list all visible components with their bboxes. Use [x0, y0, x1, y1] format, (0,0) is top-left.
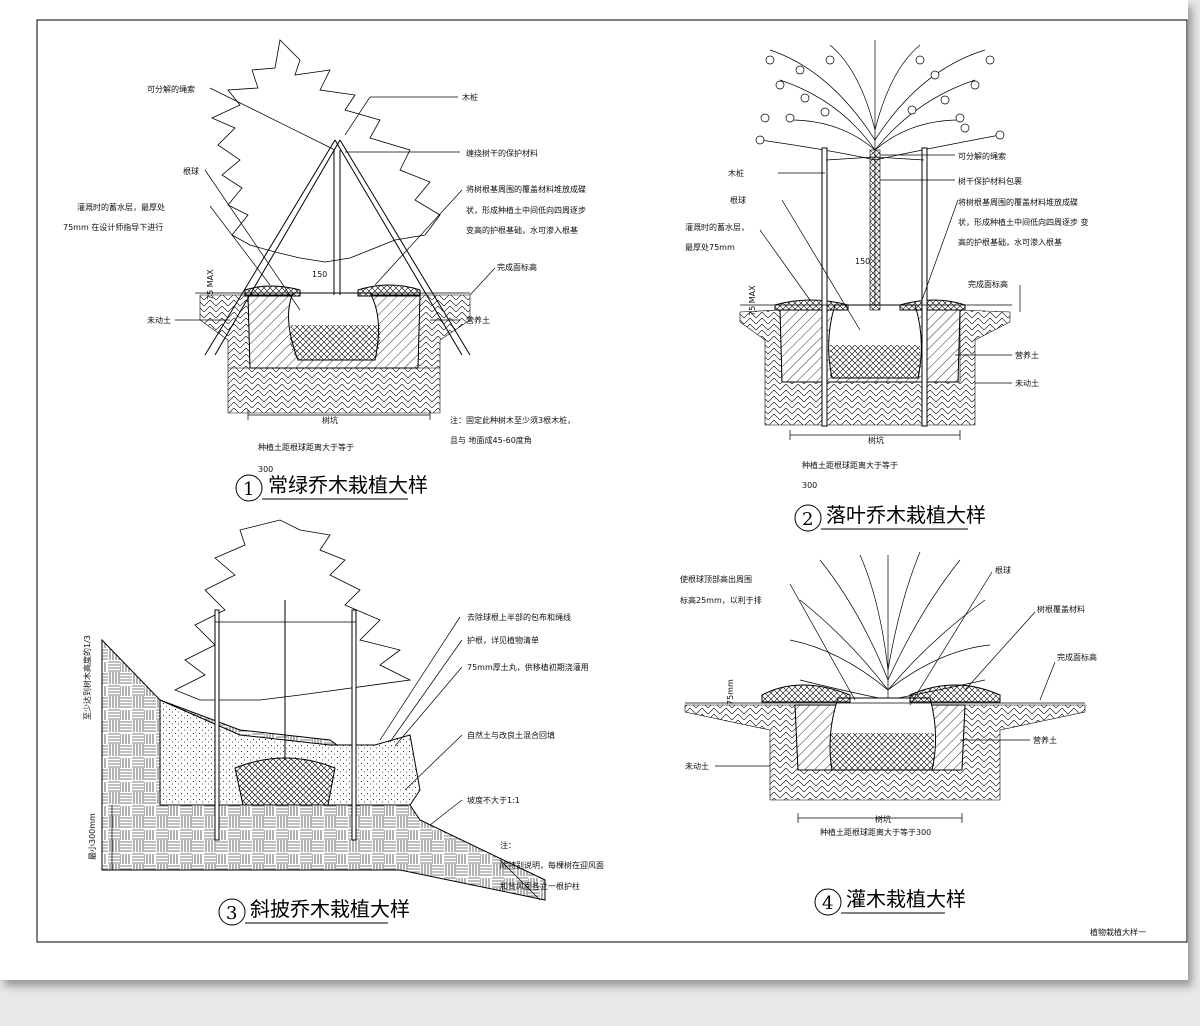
- d3-rootball: [234, 757, 336, 806]
- d1-label-grade: 完成面标高: [497, 262, 537, 272]
- d1-label-150: 150: [312, 270, 327, 279]
- d3-label-side: 至少达到树木高度的1/3: [82, 635, 92, 720]
- d2-leaves: [755, 55, 1005, 145]
- d3-number-circle: [218, 898, 246, 926]
- d3-stake-left: [214, 609, 220, 841]
- d4-mulch-right: [909, 684, 1001, 703]
- sheet-caption: 植物栽植大样一: [1090, 927, 1146, 937]
- d1-title: 常绿乔木栽植大样: [268, 473, 428, 497]
- d2-label-pit-note-val: 300: [802, 481, 817, 490]
- d1-label-trunk-wrap: 缠绕树干的保护材料: [466, 148, 538, 158]
- d1-label-mulch-a: 将树根基周围的覆盖材料堆放成碟: [466, 184, 586, 194]
- d3-number: 3: [226, 903, 237, 924]
- d3-label-note-b: 和背风面各立一根护柱: [500, 881, 580, 891]
- d3-label-min300: 最小300mm: [88, 813, 97, 860]
- d1-label-nutrient: 营养土: [466, 315, 490, 325]
- d1-label-rootball: 根球: [183, 166, 199, 176]
- d4-title: 灌木栽植大样: [846, 887, 966, 911]
- d2-label-undisturbed: 未动土: [1015, 378, 1039, 388]
- d4-mulch-left: [761, 684, 851, 703]
- d3-label-note-title: 注：: [500, 840, 516, 850]
- d1-rootball-mesh: [289, 325, 381, 360]
- d1-subsoil: [228, 368, 440, 413]
- d2-label-rootball: 根球: [730, 195, 746, 205]
- d1-label-pit-note-val: 300: [258, 465, 273, 474]
- d4-subsoil: [684, 704, 1086, 801]
- d1-label-stake: 木桩: [462, 92, 478, 102]
- d1-label-water-b: 75mm 在设计师指导下进行: [63, 222, 163, 232]
- d4-label-mulch: 树根覆盖材料: [1037, 604, 1085, 614]
- d1-mulch-left: [244, 285, 301, 297]
- d2-subsoil: [739, 309, 1011, 426]
- cad-drawing: 植物栽植大样一 1 常绿乔木栽植大样 可分解的绳索 木: [36, 19, 1188, 943]
- d1-label-note-a: 注：固定此种树木至少须3根木桩，: [450, 415, 575, 425]
- d1-number: 1: [243, 479, 254, 500]
- d1-label-mulch-b: 状，形成种植土中间低向四周逐步: [466, 205, 586, 215]
- d1-mulch-right: [357, 284, 421, 297]
- d3-label-slope: 坡度不大于1:1: [467, 795, 520, 805]
- drawing-sheet: 植物栽植大样一 1 常绿乔木栽植大样 可分解的绳索 木: [0, 0, 1188, 980]
- d1-label-note-b: 且与 地面成45-60度角: [450, 435, 532, 445]
- d3-title: 斜披乔木栽植大样: [250, 897, 410, 921]
- d3-label-root-guard: 护根，详见植物清单: [467, 635, 539, 645]
- d4-rootball-mesh: [830, 733, 934, 770]
- d2-label-150: 150: [855, 257, 870, 266]
- d1-label-water-a: 灌溉时的蓄水层，最厚处: [77, 202, 165, 212]
- d2-label-stake: 木桩: [728, 168, 744, 178]
- d2-rootball-mesh: [830, 345, 920, 378]
- d4-label-undisturbed: 未动土: [685, 761, 709, 771]
- d2-stake-left: [821, 147, 828, 427]
- d4-label-max: 75mm: [726, 679, 735, 705]
- d2-label-rope: 可分解的绳索: [958, 151, 1006, 161]
- detail-1-evergreen: 1 常绿乔木栽植大样 可分解的绳索 木桩 缠绕树干的保护材料 根球 灌溉时的蓄水…: [63, 39, 586, 502]
- d2-label-water-b: 最厚处75mm: [685, 242, 735, 252]
- d4-label-rootball-top-b: 标高25mm，以利于排: [680, 595, 762, 605]
- d2-number-circle: [794, 504, 822, 532]
- d2-label-trunk-wrap: 树干保护材料包裹: [958, 176, 1022, 186]
- d2-label-max: 75 MAX: [748, 285, 757, 316]
- d3-label-burlap: 去除球根上半部的包布和绳线: [467, 612, 571, 622]
- d1-label-max: 75 MAX: [206, 269, 215, 300]
- detail-4-shrub: 4 灌木栽植大样 使根球顶部高出周围 标高25mm，以利于排 根球 树根覆盖材料…: [680, 551, 1097, 916]
- d2-stake-right: [921, 147, 928, 427]
- d2-label-mulch-b: 状，形成种植土中间低向四周逐步 变: [958, 217, 1089, 227]
- d2-label-nutrient: 营养土: [1015, 350, 1039, 360]
- d4-label-pit: 树坑: [875, 814, 891, 824]
- d4-number-circle: [814, 888, 842, 916]
- d2-label-mulch-c: 高的护根基础，水可渗入根基: [958, 237, 1062, 247]
- d3-label-berm: 75mm厚土丸，供移植初期浇灌用: [467, 662, 589, 672]
- d4-label-nutrient: 营养土: [1033, 735, 1057, 745]
- d3-stake-right: [351, 609, 357, 841]
- d4-label-pit-note: 种植土距根球距离大于等于300: [820, 827, 931, 837]
- d1-label-undisturbed: 未动土: [147, 315, 171, 325]
- drawing-frame: [36, 19, 1188, 943]
- d1-canopy: [211, 39, 441, 263]
- d4-label-rootball-top-a: 使根球顶部高出周围: [680, 574, 752, 584]
- detail-3-slope: 3 斜披乔木栽植大样 去除球根上半部的包布和绳线 护根，详见植物清单 75mm厚…: [82, 519, 604, 926]
- d2-number: 2: [802, 509, 813, 530]
- d1-label-pit-note: 种植土距根球距离大于等于: [258, 442, 354, 452]
- d1-label-rope: 可分解的绳索: [147, 84, 195, 94]
- d4-label-rootball: 根球: [995, 565, 1011, 575]
- d4-branches: [789, 551, 991, 705]
- d1-number-circle: [235, 474, 263, 502]
- d4-label-grade: 完成面标高: [1057, 652, 1097, 662]
- d3-label-backfill: 自然土与改良土混合回填: [467, 730, 555, 740]
- d3-label-note-a: 除特别说明，每棵树在迎风面: [500, 860, 604, 870]
- d4-number: 4: [822, 893, 833, 914]
- d2-label-pit-note: 种植土距根球距离大于等于: [802, 460, 898, 470]
- d2-title: 落叶乔木栽植大样: [826, 503, 986, 527]
- d2-label-grade: 完成面标高: [968, 279, 1008, 289]
- detail-2-deciduous: 2 落叶乔木栽植大样 木桩 可分解的绳索 树干保护材料包裹 根球 将树根基周围的…: [685, 40, 1089, 532]
- d2-label-mulch-a: 将树根基周围的覆盖材料堆放成碟: [958, 197, 1078, 207]
- d2-label-pit: 树坑: [868, 435, 884, 445]
- d2-label-water-a: 灌溉时的蓄水层，: [685, 222, 749, 232]
- d1-label-pit: 树坑: [322, 415, 338, 425]
- d3-canopy: [174, 519, 412, 701]
- d1-label-mulch-c: 变高的护根基础，水可渗入根基: [466, 225, 578, 235]
